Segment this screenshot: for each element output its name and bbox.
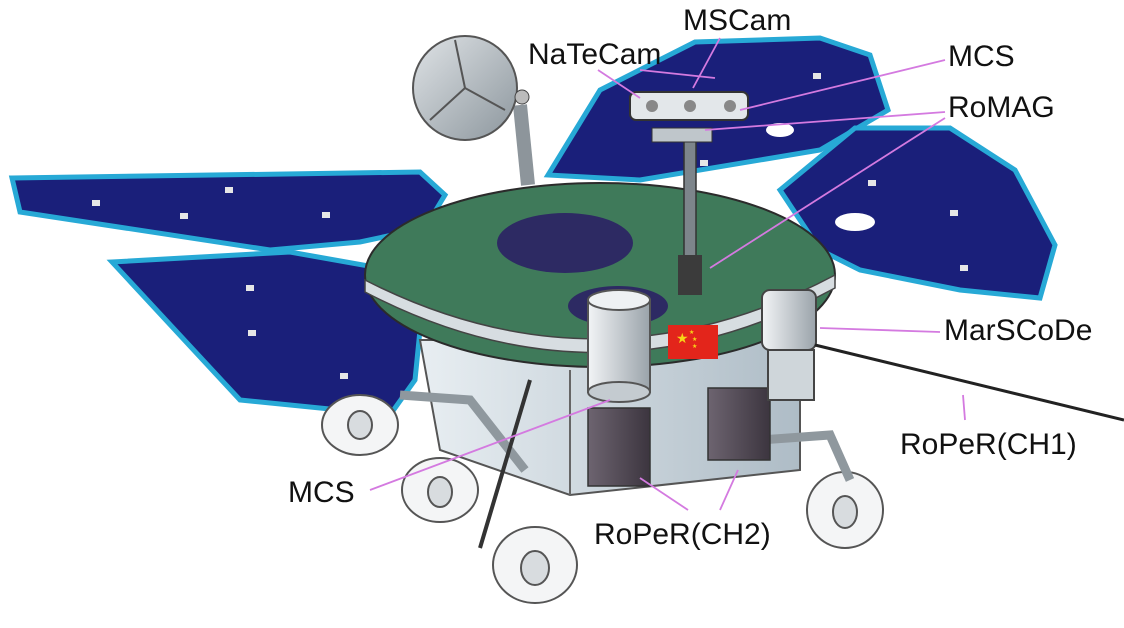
suspension-arms [399,390,855,482]
roper-rod [478,379,532,549]
china-flag: ★ ★ ★ ★ [668,325,718,359]
label-natecam: NaTeCam [528,38,662,71]
leader-lines [369,37,966,511]
roper-ch2-boxes [587,387,771,487]
solar-panel-front-left [8,169,449,253]
label-mscam: MSCam [683,4,792,37]
solar-panel-right [776,125,1058,301]
label-romag: RoMAG [948,91,1055,124]
marscode-instrument [761,289,1124,422]
label-mcs-top: MCS [948,40,1015,73]
camera-mast [629,91,749,295]
antenna-dish [412,35,535,186]
label-marscode: MarSCoDe [944,314,1093,347]
mcs-cylinder [587,289,651,403]
svg-text:★: ★ [689,329,694,336]
svg-text:★: ★ [692,343,697,350]
label-roper-ch2: RoPeR(CH2) [594,518,771,551]
label-mcs-bottom: MCS [288,476,355,509]
svg-text:★: ★ [676,331,689,347]
wheels [321,394,884,604]
svg-text:★: ★ [692,336,697,343]
label-roper-ch1: RoPeR(CH1) [900,428,1077,461]
